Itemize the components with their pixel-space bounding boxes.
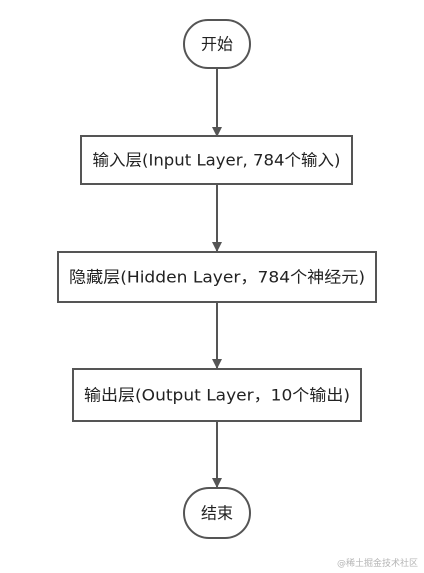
start-node: 开始 bbox=[183, 19, 251, 69]
watermark: @稀土掘金技术社区 bbox=[337, 557, 418, 569]
start-node-shape bbox=[183, 19, 251, 69]
start-node-label: 开始 bbox=[201, 35, 233, 54]
hidden-layer-node: 隐藏层(Hidden Layer，784个神经元) bbox=[57, 251, 377, 303]
input-layer-node-label: 输入层(Input Layer, 784个输入) bbox=[93, 151, 341, 170]
hidden-layer-node-label: 隐藏层(Hidden Layer，784个神经元) bbox=[69, 268, 365, 287]
end-node-label: 结束 bbox=[201, 504, 233, 523]
end-node: 结束 bbox=[183, 487, 251, 539]
input-layer-node: 输入层(Input Layer, 784个输入) bbox=[80, 135, 353, 185]
input-layer-node-shape bbox=[80, 135, 353, 185]
end-node-shape bbox=[183, 487, 251, 539]
hidden-layer-node-shape bbox=[57, 251, 377, 303]
output-layer-node: 输出层(Output Layer，10个输出) bbox=[72, 368, 362, 422]
output-layer-node-shape bbox=[72, 368, 362, 422]
output-layer-node-label: 输出层(Output Layer，10个输出) bbox=[84, 386, 350, 405]
